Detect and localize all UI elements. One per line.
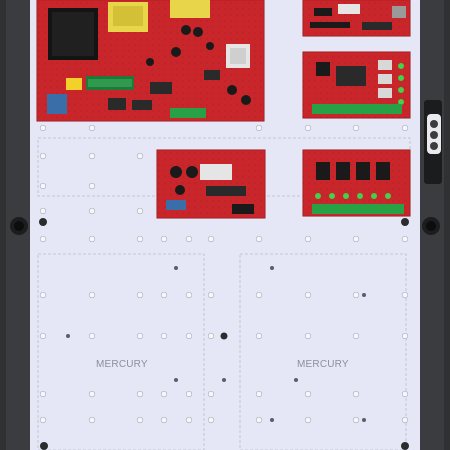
rivet <box>270 266 274 270</box>
rivet <box>174 378 178 382</box>
bottom-right-relay-board <box>302 149 411 217</box>
mounting-hole <box>207 291 215 299</box>
mounting-hole <box>136 332 144 340</box>
mounting-hole <box>255 124 263 132</box>
relay-controller-board-target[interactable] <box>303 52 410 118</box>
mounting-hole <box>207 390 215 398</box>
rivet <box>362 418 366 422</box>
mounting-hole <box>136 390 144 398</box>
mounting-hole <box>255 291 263 299</box>
rivet <box>362 293 366 297</box>
top-right-controller-board-target[interactable] <box>303 0 410 36</box>
zone-label-left: MERCURY <box>96 359 148 370</box>
mounting-hole <box>352 124 360 132</box>
mounting-hole <box>352 235 360 243</box>
terminal-strip <box>312 104 402 114</box>
mounting-hole <box>255 332 263 340</box>
mounting-hole <box>160 390 168 398</box>
mounting-hole <box>207 416 215 424</box>
mounting-hole <box>401 291 409 299</box>
mounting-hole <box>160 332 168 340</box>
rivet <box>294 378 298 382</box>
zone-label-right: MERCURY <box>297 359 349 370</box>
middle-power-board <box>156 149 266 219</box>
mounting-hole <box>255 416 263 424</box>
mounting-hole <box>401 332 409 340</box>
middle-power-board-target[interactable] <box>157 150 265 218</box>
mounting-hole <box>185 291 193 299</box>
mounting-hole <box>304 416 312 424</box>
mounting-hole <box>88 416 96 424</box>
mounting-hole <box>185 390 193 398</box>
coil-yellow-right <box>170 0 210 18</box>
mounting-hole <box>39 390 47 398</box>
mounting-hole <box>352 332 360 340</box>
mounting-hole <box>304 124 312 132</box>
mounting-hole <box>39 124 47 132</box>
mounting-hole <box>352 390 360 398</box>
mounting-hole <box>304 332 312 340</box>
power-supply-board-target[interactable] <box>37 0 264 121</box>
mounting-hole <box>136 416 144 424</box>
mounting-hole <box>88 124 96 132</box>
yellow-chip <box>66 78 82 90</box>
bottom-screws <box>39 218 409 450</box>
mounting-hole <box>39 182 47 190</box>
mounting-hole <box>88 182 96 190</box>
mounting-hole <box>136 152 144 160</box>
mounting-hole <box>352 416 360 424</box>
relay-controller-board <box>302 51 411 119</box>
bottom-right-relay-board-target[interactable] <box>303 150 410 216</box>
mounting-hole <box>88 390 96 398</box>
mounting-hole <box>39 235 47 243</box>
mounting-hole <box>39 152 47 160</box>
mounting-hole <box>160 416 168 424</box>
mounting-hole <box>207 235 215 243</box>
cabinet-lock-target[interactable] <box>424 100 442 184</box>
mounting-hole <box>304 390 312 398</box>
mounting-hole <box>160 291 168 299</box>
mounting-hole <box>88 332 96 340</box>
mounting-hole <box>401 124 409 132</box>
mounting-hole <box>207 332 215 340</box>
terminal-block-green <box>170 108 206 118</box>
mounting-hole <box>304 291 312 299</box>
rivet <box>270 418 274 422</box>
rivet <box>66 334 70 338</box>
mounting-hole <box>401 390 409 398</box>
mounting-hole <box>39 416 47 424</box>
mounting-hole <box>39 332 47 340</box>
terminal-strip <box>312 204 404 214</box>
mounting-hole <box>160 235 168 243</box>
mounting-hole <box>136 207 144 215</box>
mounting-hole <box>401 235 409 243</box>
mounting-hole <box>255 390 263 398</box>
mounting-hole <box>88 152 96 160</box>
side-bolt-left <box>10 217 28 235</box>
mounting-hole <box>136 235 144 243</box>
mounting-hole <box>39 291 47 299</box>
mounting-hole <box>185 416 193 424</box>
mounting-hole <box>352 291 360 299</box>
power-supply-board <box>36 0 265 122</box>
mounting-hole <box>255 235 263 243</box>
mounting-hole <box>88 291 96 299</box>
mounting-hole <box>304 235 312 243</box>
side-bolt-right <box>422 217 440 235</box>
mounting-hole <box>185 332 193 340</box>
terminal-block-blue <box>47 94 67 114</box>
mounting-hole <box>136 291 144 299</box>
rivet <box>174 266 178 270</box>
cabinet-lock <box>424 100 442 184</box>
mounting-hole <box>401 416 409 424</box>
mounting-hole <box>88 207 96 215</box>
mounting-hole <box>185 235 193 243</box>
rivet <box>222 378 226 382</box>
mounting-hole <box>88 235 96 243</box>
mounting-hole <box>39 207 47 215</box>
top-right-controller-board <box>302 0 411 37</box>
